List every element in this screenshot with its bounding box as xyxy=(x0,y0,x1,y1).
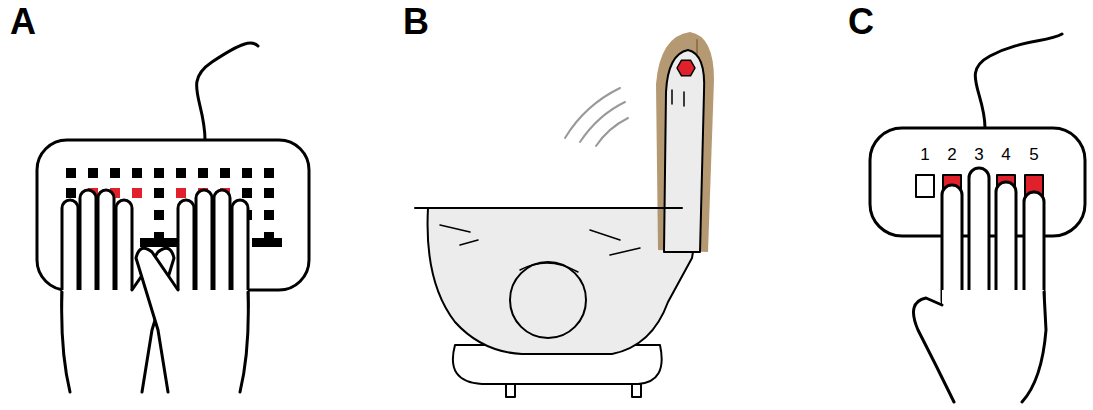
motion-arcs xyxy=(565,88,628,146)
chair-leg xyxy=(632,384,641,397)
chair-leg xyxy=(506,384,515,397)
fold-lines xyxy=(440,225,640,255)
key-number: 3 xyxy=(974,146,983,163)
panel-letter: B xyxy=(403,4,429,40)
table-edge xyxy=(415,207,682,209)
raised-arm xyxy=(664,50,704,252)
panel-letter: C xyxy=(848,4,874,40)
panel-letter: A xyxy=(10,4,36,40)
arm-splint xyxy=(656,32,714,252)
keyboard-cable xyxy=(197,43,258,140)
hair-line xyxy=(520,263,578,272)
head xyxy=(510,262,586,338)
red-target xyxy=(677,60,695,76)
finger-lines xyxy=(672,90,684,106)
key-number: 5 xyxy=(1029,146,1038,163)
person-top-view xyxy=(415,32,714,397)
key-unused xyxy=(916,175,934,197)
device-cable xyxy=(975,34,1062,128)
key-number: 2 xyxy=(947,146,956,163)
key-number: 4 xyxy=(1001,146,1010,163)
key-number: 1 xyxy=(920,146,929,163)
key-row xyxy=(66,168,274,178)
hand xyxy=(914,168,1047,402)
hand xyxy=(136,190,248,392)
